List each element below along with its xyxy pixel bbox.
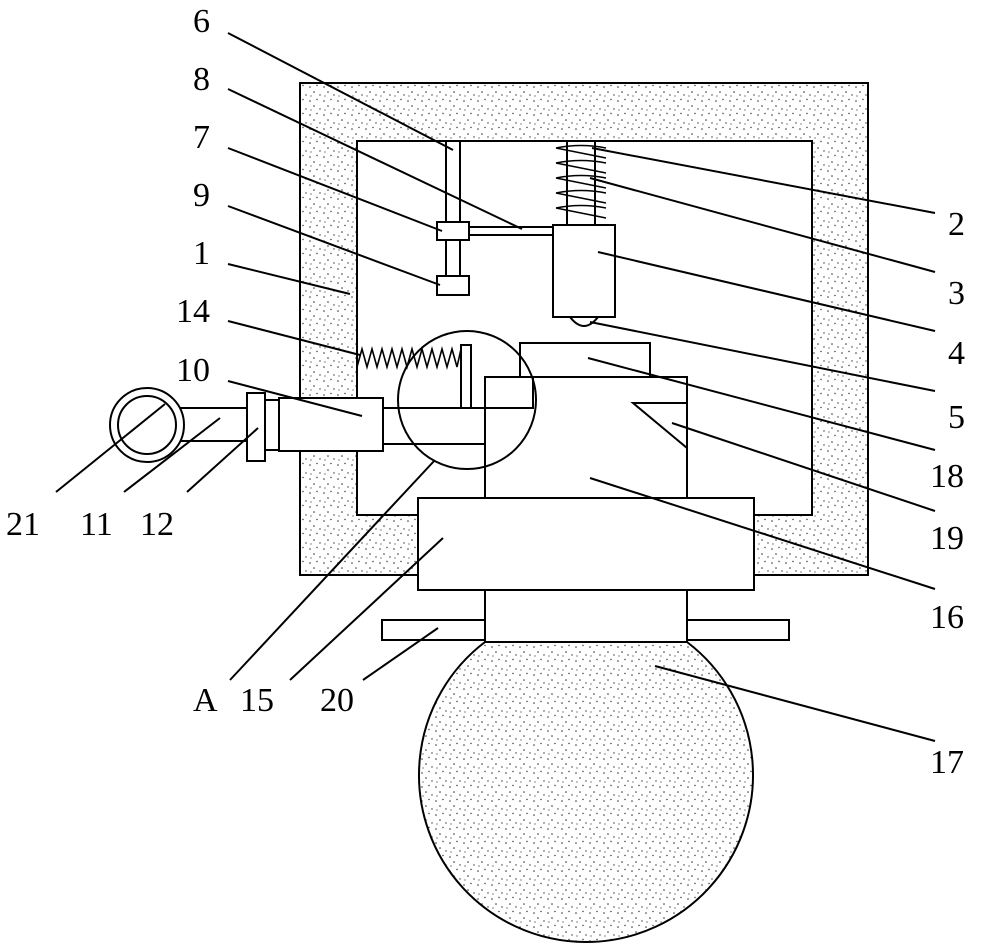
label-8: 8 [193,61,210,98]
label-14: 14 [176,293,210,330]
part-12-flange [246,392,266,462]
label-10: 10 [176,352,210,389]
label-9: 9 [193,177,210,214]
label-4: 4 [948,335,965,372]
part-21-ring-inner [117,395,177,455]
label-a: A [193,682,218,719]
part-6-rod [445,140,461,277]
part-9-block [436,275,470,296]
label-19: 19 [930,520,964,557]
label-16: 16 [930,599,964,636]
neck [484,589,688,643]
spring-stop-plate [460,344,472,409]
part-3-spring [555,144,607,219]
part-8-arm [468,226,554,236]
part-20-plate-right [686,619,790,641]
part-17-sphere [418,641,754,943]
part-15-base [417,497,755,591]
part-11-tube [179,407,248,442]
label-6: 6 [193,3,210,40]
label-18: 18 [930,458,964,495]
label-5: 5 [948,399,965,436]
part-5-roller [567,316,601,327]
label-7: 7 [193,119,210,156]
label-12: 12 [140,506,174,543]
leader-lines [55,32,936,742]
detail-circle-a [397,330,537,470]
label-1: 1 [193,235,210,272]
label-20: 20 [320,682,354,719]
part-10-sleeve [278,397,384,452]
label-21: 21 [6,506,40,543]
part-labels: 6 8 7 9 1 14 10 21 11 12 A 15 20 2 3 4 5… [6,3,965,781]
label-11: 11 [80,506,113,543]
part-18-cap [519,342,651,378]
label-2: 2 [948,206,965,243]
label-15: 15 [240,682,274,719]
label-3: 3 [948,275,965,312]
part-14-spring [356,346,462,370]
part-19-slot [630,402,688,451]
label-17: 17 [930,744,964,781]
tube-collar [264,399,280,451]
wedge-guide-block-front [484,376,534,409]
part-4-slider [552,224,616,318]
